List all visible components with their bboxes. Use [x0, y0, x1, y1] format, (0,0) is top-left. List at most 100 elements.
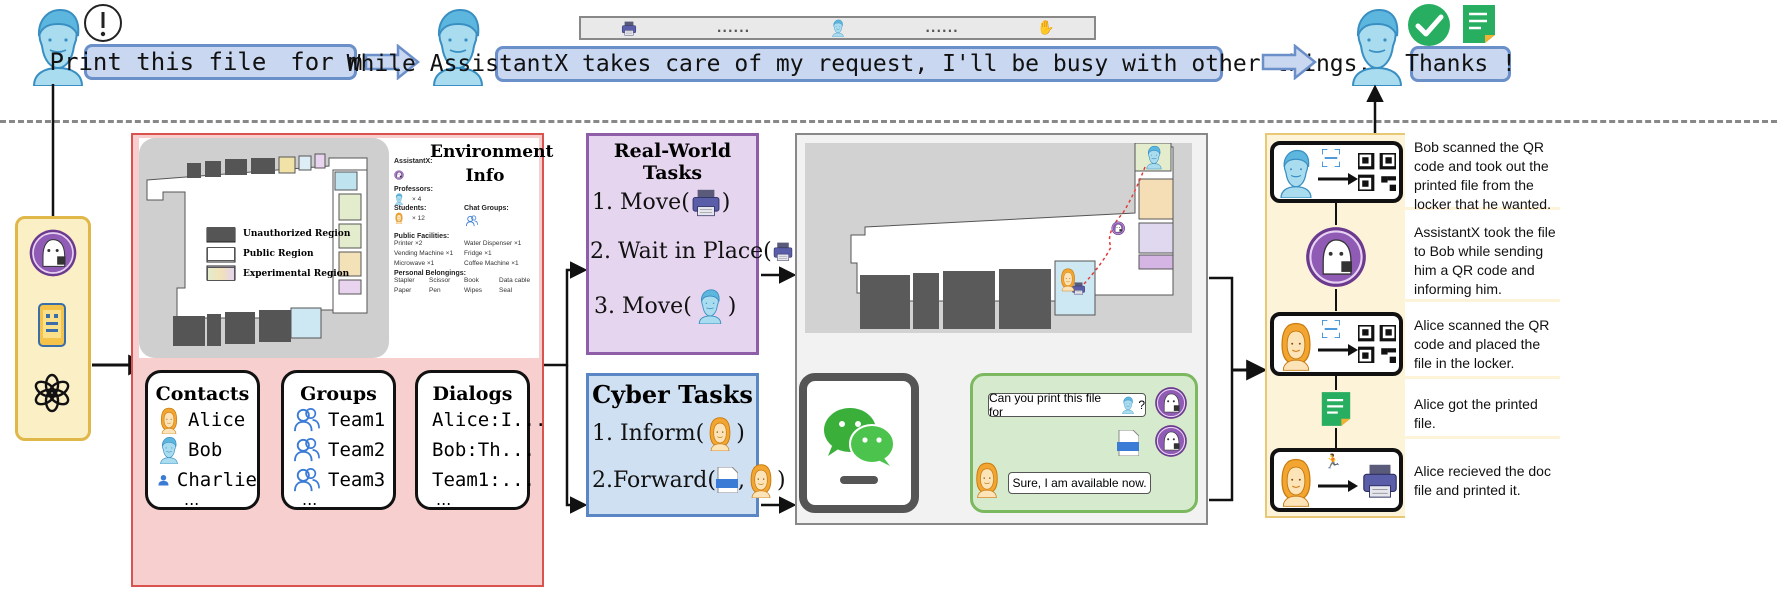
region-legend: Unauthorized Region Public Region Experi… — [207, 224, 350, 284]
facility-printer: Printer ×2 — [394, 240, 423, 247]
doc-icon — [715, 467, 738, 493]
groups-card: Groups Team1 Team2 Team3 ... — [281, 370, 396, 510]
dialog-item[interactable]: Alice:I... — [428, 405, 546, 435]
arrow-icon — [1318, 480, 1358, 492]
bob-avatar-icon — [1280, 149, 1312, 198]
printed-document-icon — [1321, 392, 1351, 426]
contact-item[interactable]: Alice — [158, 405, 257, 435]
printer-icon — [622, 21, 637, 36]
step-text-1: Alice recieved the doc file and printed … — [1414, 463, 1551, 498]
step-bob-scan — [1270, 141, 1403, 203]
section-divider — [0, 120, 1777, 123]
dialogs-title: Dialogs — [432, 383, 513, 405]
step-text-2: Alice got the printed file. — [1414, 396, 1538, 431]
professor-mini-icon — [395, 193, 403, 205]
cyber-task-inform: 1. Inform( ) — [592, 415, 745, 451]
cyber-tasks-panel — [586, 373, 759, 517]
robot-avatar-icon — [28, 228, 78, 278]
alert-icon — [84, 4, 122, 42]
environment-info-list: AssistantX: Professors: × 4 Students: × … — [394, 158, 534, 294]
robot-path-map — [805, 143, 1192, 333]
environment-title: Environment Info — [430, 142, 554, 186]
steps-text-column — [1405, 133, 1560, 518]
contacts-more: ... — [184, 490, 200, 509]
scan-icon — [1322, 320, 1340, 338]
dialog-item[interactable]: Team1:... — [428, 465, 535, 495]
robot-sender-avatar-2 — [1154, 424, 1188, 458]
user-avatar-satisfied — [1352, 9, 1402, 86]
step-text-5: Bob scanned the QR code and took out the… — [1414, 139, 1551, 212]
step-separator — [1405, 436, 1560, 439]
step-separator — [1405, 207, 1560, 210]
qr-code-icon — [1358, 325, 1396, 363]
bob-avatar-icon — [160, 437, 178, 464]
arrow-icon — [1318, 173, 1358, 185]
alice-sender-avatar — [976, 462, 998, 498]
running-person-icon: 🏃 — [1324, 454, 1342, 470]
group-item[interactable]: Team2 — [294, 435, 393, 465]
arrow-icon — [1318, 344, 1358, 356]
chat-message-reply: Sure, I am available now. — [1008, 472, 1151, 494]
facility-coffee-machine: Coffee Machine ×1 — [464, 260, 519, 267]
alice-avatar-icon — [1281, 322, 1311, 371]
step-separator — [1405, 299, 1560, 302]
flow-arrow-2 — [1261, 44, 1317, 80]
alice-avatar-icon — [750, 464, 772, 498]
legend-public: Public Region — [207, 244, 350, 264]
groups-more: ... — [302, 490, 318, 509]
printer-icon — [1363, 464, 1397, 498]
cyber-task-forward: 2.Forward( , ) — [592, 462, 786, 498]
wechat-logo-icon — [824, 408, 895, 466]
contacts-title: Contacts — [155, 383, 250, 405]
qr-code-icon — [1358, 153, 1396, 191]
real-task-move-printer: 1. Move( ) — [592, 186, 730, 218]
office-floor-map — [139, 138, 389, 358]
openai-logo-icon — [34, 373, 70, 413]
flow-arrow-1 — [364, 44, 420, 80]
team-icon — [294, 437, 320, 463]
group-item[interactable]: Team3 — [294, 465, 393, 495]
step-separator — [1405, 376, 1560, 379]
real-task-move-bob: 3. Move( ) — [594, 288, 736, 324]
dialogs-card: Dialogs Alice:I... Bob:Th... Team1:... .… — [415, 370, 546, 510]
progress-dots-2: ...... — [925, 21, 959, 35]
facility-water-dispenser: Water Dispenser ×1 — [464, 240, 522, 247]
request-text: Print this file — [49, 48, 267, 76]
dialogs-more: ... — [436, 490, 452, 509]
thanks-bubble: Thanks ! — [1405, 46, 1516, 82]
facility-fridge: Fridge ×1 — [464, 250, 492, 257]
robot-mini-icon — [394, 170, 404, 180]
step-alice-scan — [1270, 312, 1403, 376]
step-alice-print: 🏃 — [1270, 448, 1403, 512]
step-connector — [1335, 289, 1337, 311]
group-item[interactable]: Team1 — [294, 405, 393, 435]
bob-avatar-icon — [698, 289, 722, 324]
step-text-3: Alice scanned the QR code and placed the… — [1414, 317, 1550, 371]
robot-sender-avatar-1 — [1154, 386, 1188, 420]
alice-avatar-icon — [160, 407, 178, 434]
chat-message-request: Can you print this file for ? — [988, 391, 1146, 419]
smartphone-icon — [38, 303, 66, 347]
cyber-title: Cyber Tasks — [592, 380, 753, 409]
scan-icon — [1322, 149, 1340, 167]
handshake-icon: ✋ — [1037, 20, 1055, 36]
person-at-desk-icon — [832, 19, 844, 37]
robot-delivering-icon — [1305, 226, 1367, 288]
home-bar — [840, 476, 878, 484]
dialog-item[interactable]: Bob:Th... — [428, 435, 535, 465]
real-world-title: Real-World Tasks — [613, 140, 732, 184]
request-bubble: Print this file for me. — [50, 44, 391, 80]
progress-strip: ...... ...... ✋ — [579, 16, 1096, 40]
legend-unauthorized: Unauthorized Region — [207, 224, 350, 244]
contact-item[interactable]: Bob — [158, 435, 257, 465]
doc-attachment-icon — [1117, 430, 1139, 456]
contact-item[interactable]: Charlie — [158, 465, 257, 495]
chat-groups-mini-icon — [465, 215, 479, 227]
student-mini-icon — [395, 212, 403, 224]
contacts-card: Contacts Alice Bob Charlie ... — [145, 370, 260, 510]
legend-experimental: Experimental Region — [207, 264, 350, 284]
checkmark-icon — [1408, 4, 1450, 46]
step-connector — [1335, 203, 1337, 225]
real-task-wait: 2. Wait in Place( ) — [590, 238, 802, 264]
team-icon — [294, 407, 320, 433]
